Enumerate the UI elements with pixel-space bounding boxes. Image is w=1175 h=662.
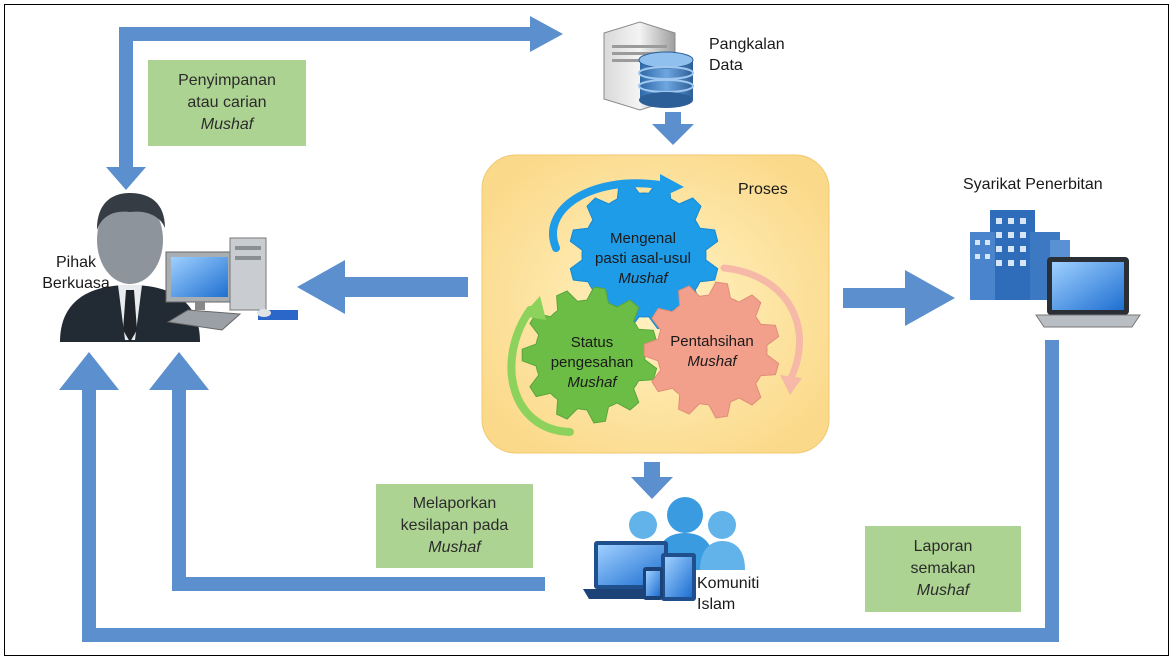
gear-identify-line3: Mushaf <box>618 270 668 287</box>
gear-verify <box>643 281 780 419</box>
arrow-publisher-to-authority <box>59 340 1059 642</box>
database-label-line1: Pangkalan <box>709 36 785 53</box>
storage-box: Penyimpanan atau carian Mushaf <box>148 60 306 146</box>
gear-verify-line1: Pentahsihan <box>670 333 754 350</box>
gear-status-label: Status pengesahan Mushaf <box>537 333 647 393</box>
gear-identify-line2: pasti asal-usul <box>595 250 691 267</box>
gear-status-line3: Mushaf <box>567 374 617 391</box>
gear-identify-label: Mengenal pasti asal-usul Mushaf <box>578 229 708 289</box>
gear-status-line1: Status <box>570 334 614 351</box>
gear-verify-line2: Mushaf <box>687 353 737 370</box>
cycle-arrow-green <box>507 296 574 436</box>
process-title: Proses <box>738 181 788 198</box>
arrow-process-to-publisher <box>843 270 955 326</box>
publisher-label: Syarikat Penerbitan <box>963 176 1103 193</box>
community-label-line2: Islam <box>697 596 736 613</box>
community-label-line1: Komuniti <box>697 575 760 592</box>
arrow-authority-to-database <box>106 16 563 190</box>
authority-label-line1: Pihak <box>55 254 97 271</box>
storage-box-line1: Penyimpanan <box>178 72 276 89</box>
gear-identify-line1: Mengenal <box>610 230 676 247</box>
report-error-box-line1: Melaporkan <box>412 495 497 512</box>
gear-verify-label: Pentahsihan Mushaf <box>652 332 772 372</box>
storage-box-line3: Mushaf <box>200 116 254 133</box>
storage-box-line2: atau carian <box>187 94 267 111</box>
gear-status-line2: pengesahan <box>550 354 634 371</box>
authority-label: Pihak Berkuasa <box>36 252 116 294</box>
report-error-box-line2: kesilapan pada <box>400 517 509 534</box>
review-box-line2: semakan <box>910 560 976 577</box>
community-label: Komuniti Islam <box>697 573 759 615</box>
review-box-line3: Mushaf <box>916 582 970 599</box>
database-icon <box>603 21 694 111</box>
review-box-line1: Laporan <box>913 538 973 555</box>
diagram-frame <box>4 4 1169 656</box>
arrow-community-to-authority <box>149 352 545 591</box>
arrow-process-to-authority <box>297 260 468 314</box>
report-error-box-line3: Mushaf <box>428 539 481 556</box>
arrow-database-to-process <box>652 112 694 145</box>
publisher-icon <box>970 210 1141 328</box>
database-label-line2: Data <box>709 57 743 74</box>
review-box: Laporan semakan Mushaf <box>865 526 1021 612</box>
person-computer-icon <box>60 193 298 342</box>
cycle-arrow-blue <box>549 174 684 252</box>
cycle-arrow-salmon <box>720 264 803 395</box>
database-label: Pangkalan Data <box>709 34 785 76</box>
authority-label-line2: Berkuasa <box>42 275 110 292</box>
gear-status <box>521 286 658 424</box>
community-icon <box>583 497 745 601</box>
report-error-box: Melaporkan kesilapan pada Mushaf <box>376 484 533 568</box>
arrow-process-to-community <box>631 462 673 499</box>
